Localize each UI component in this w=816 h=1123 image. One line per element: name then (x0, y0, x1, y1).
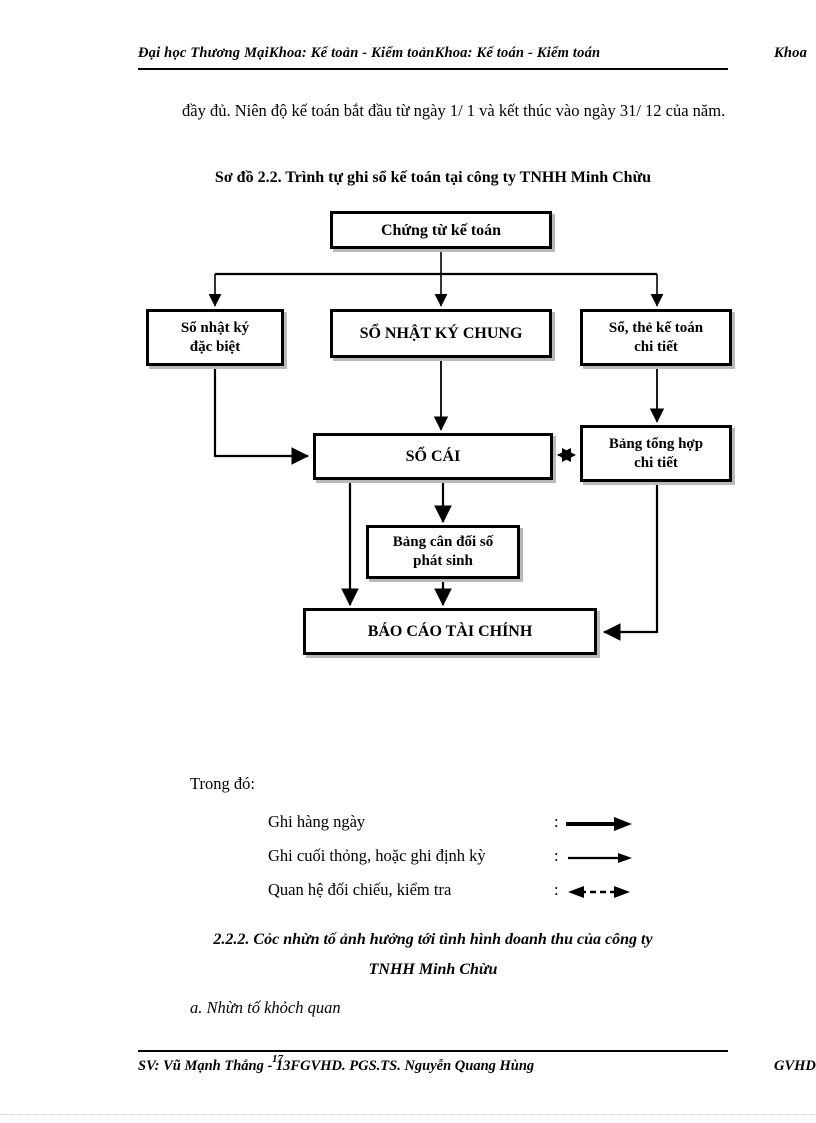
legend-item-periodic: Ghi cuối thỏng, hoặc ghi định kỳ : (268, 846, 668, 880)
flowchart-node-so-the-ke-toan-chi-tiet: Sổ, thẻ kế toán chi tiết (580, 309, 732, 366)
page-number: 17 (272, 1053, 283, 1065)
legend-colon-reconciliation: : (554, 880, 559, 899)
body-paragraph-text: đầy đủ. Niên độ kế toán bắt đầu từ ngày … (182, 101, 726, 120)
legend-label-daily: Ghi hàng ngày (268, 812, 366, 831)
legend-label-reconciliation: Quan hệ đối chiếu, kiểm tra (268, 880, 452, 899)
section-heading-line-2: TNHH Minh Chừu (368, 961, 498, 978)
footer-divider (138, 1050, 728, 1052)
legend-item-daily: Ghi hàng ngày : (268, 812, 668, 846)
legend-item-reconciliation: Quan hệ đối chiếu, kiểm tra : (268, 880, 668, 914)
node-label-bao-cao-tai-chinh: BÁO CÁO TÀI CHÍNH (305, 610, 595, 653)
section-heading-line-1: 2.2.2. Cỏc nhừn tố ảnh hưởng tới tình hì… (213, 931, 653, 948)
legend-label-periodic: Ghi cuối thỏng, hoặc ghi định kỳ (268, 846, 486, 865)
legend-arrow-dashed-double-icon (568, 886, 630, 898)
footer-right-text: GVHD (774, 1058, 816, 1074)
page-header: Đại học Thương MạiKhoa: Kế toản - Kiểm t… (138, 44, 816, 70)
node-label-so-cai: SỔ CÁI (315, 435, 551, 478)
flowchart-node-so-nhat-ky-chung: SỔ NHẬT KÝ CHUNG (330, 309, 552, 358)
legend-arrow-solid-thin-icon (568, 853, 632, 863)
flowchart-node-bao-cao-tai-chinh: BÁO CÁO TÀI CHÍNH (303, 608, 597, 655)
legend-colon-daily: : (554, 812, 559, 831)
flowchart-node-bang-can-doi-so-phat-sinh: Bảng cân đối số phát sinh (366, 525, 520, 579)
flowchart-node-bang-tong-hop-chi-tiet: Bảng tổng hợp chi tiết (580, 425, 732, 482)
flowchart-node-chung-tu-ke-toan: Chứng từ kế toán (330, 211, 552, 249)
header-divider (138, 68, 728, 70)
node-label-so-nhat-ky-chung: SỔ NHẬT KÝ CHUNG (332, 311, 550, 356)
section-heading: 2.2.2. Cỏc nhừn tố ảnh hưởng tới tình hì… (138, 925, 728, 985)
flowchart-node-so-cai: SỔ CÁI (313, 433, 553, 480)
legend-arrow-solid-thick-icon (566, 817, 632, 831)
header-left-text: Đại học Thương MạiKhoa: Kế toản - Kiểm t… (138, 45, 601, 61)
figure-caption: Sơ đồ 2.2. Trình tự ghi sổ kế toán tại c… (214, 169, 652, 186)
legend-title: Trong đó: (190, 774, 255, 793)
legend-list: Ghi hàng ngày : Ghi cuối thỏng, hoặc ghi… (268, 812, 668, 914)
flowchart-connectors (208, 251, 665, 641)
legend-colon-periodic: : (554, 846, 559, 865)
body-paragraph: đầy đủ. Niên độ kế toán bắt đầu từ ngày … (138, 96, 728, 126)
footer-left-text: SV: Vũ Mạnh Thắng - 13FGVHD. PGS.TS. Ngu… (138, 1058, 535, 1074)
header-right-text: Khoa (774, 45, 808, 61)
section-item-a: a. Nhừn tố khỏch quan (190, 998, 341, 1017)
page-footer: SV: Vũ Mạnh Thắng - 13FGVHD. PGS.TS. Ngu… (138, 1056, 816, 1082)
node-label-so-the-ke-toan-chi-tiet: Sổ, thẻ kế toán chi tiết (582, 311, 730, 364)
node-label-bang-tong-hop-chi-tiet: Bảng tổng hợp chi tiết (582, 427, 730, 480)
node-label-so-nhat-ky-dac-biet: Sổ nhật ký đặc biệt (148, 311, 282, 364)
flowchart-node-so-nhat-ky-dac-biet: Sổ nhật ký đặc biệt (146, 309, 284, 366)
node-label-chung-tu-ke-toan: Chứng từ kế toán (332, 213, 550, 247)
page-bottom-edge (0, 1114, 816, 1123)
node-label-bang-can-doi-so-phat-sinh: Bảng cân đối số phát sinh (368, 527, 518, 577)
flowchart-diagram: Chứng từ kế toán Sổ nhật ký đặc biệt SỔ … (0, 196, 816, 686)
